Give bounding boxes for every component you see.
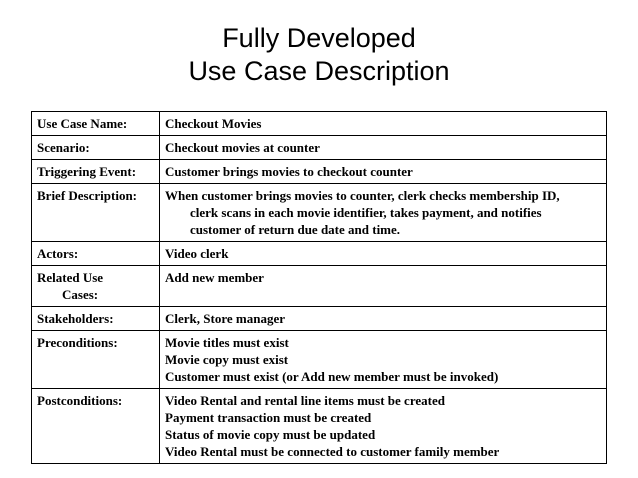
- title-line-1: Fully Developed: [222, 23, 416, 53]
- row-value-line: Customer must exist (or Add new member m…: [165, 369, 499, 384]
- row-value-line: Customer brings movies to checkout count…: [165, 164, 413, 179]
- row-label: Triggering Event:: [37, 164, 137, 179]
- row-value-line: Checkout Movies: [165, 116, 262, 131]
- table-row: Scenario: Checkout movies at counter: [31, 135, 607, 160]
- row-value-line: When customer brings movies to counter, …: [165, 188, 560, 203]
- row-value-cell: Clerk, Store manager: [159, 306, 607, 331]
- row-value-line: Add new member: [165, 270, 264, 285]
- row-value-cell: When customer brings movies to counter, …: [159, 183, 607, 242]
- table-row: Use Case Name: Checkout Movies: [31, 111, 607, 136]
- table-row: Triggering Event: Customer brings movies …: [31, 159, 607, 184]
- table-row: Actors: Video clerk: [31, 241, 607, 266]
- title-line-2: Use Case Description: [188, 56, 450, 86]
- row-value-line: Payment transaction must be created: [165, 410, 372, 425]
- row-label: Actors:: [37, 246, 79, 261]
- row-label: Cases:: [62, 287, 99, 302]
- row-value-cell: Checkout movies at counter: [159, 135, 607, 160]
- row-label: Brief Description:: [37, 188, 138, 203]
- row-label-cell: Brief Description:: [31, 183, 160, 242]
- row-label: Postconditions:: [37, 393, 123, 408]
- row-value-line: Status of movie copy must be updated: [165, 427, 376, 442]
- row-label-cell: Use Case Name:: [31, 111, 160, 136]
- row-label-cell: Preconditions:: [31, 330, 160, 389]
- table-row: Brief Description: When customer brings m…: [31, 183, 607, 242]
- row-value-cell: Customer brings movies to checkout count…: [159, 159, 607, 184]
- row-value-cell: Video clerk: [159, 241, 607, 266]
- row-value-line: Checkout movies at counter: [165, 140, 320, 155]
- row-label: Related Use: [37, 270, 104, 285]
- row-value-line: clerk scans in each movie identifier, ta…: [190, 205, 542, 220]
- row-label-cell: Actors:: [31, 241, 160, 266]
- table-row: Stakeholders: Clerk, Store manager: [31, 306, 607, 331]
- row-value-cell: Add new member: [159, 265, 607, 307]
- row-value-cell: Video Rental and rental line items must …: [159, 388, 607, 464]
- row-label: Scenario:: [37, 140, 90, 155]
- slide-title: Fully Developed Use Case Description: [0, 22, 638, 88]
- row-label: Use Case Name:: [37, 116, 128, 131]
- row-label: Preconditions:: [37, 335, 118, 350]
- row-label-cell: Postconditions:: [31, 388, 160, 464]
- row-label: Stakeholders:: [37, 311, 114, 326]
- row-value-line: Movie titles must exist: [165, 335, 289, 350]
- row-label-cell: Scenario:: [31, 135, 160, 160]
- row-value-cell: Checkout Movies: [159, 111, 607, 136]
- row-value-line: Video Rental and rental line items must …: [165, 393, 445, 408]
- row-label-cell: Triggering Event:: [31, 159, 160, 184]
- table-row: Postconditions: Video Rental and rental l…: [31, 388, 607, 464]
- row-value-line: Clerk, Store manager: [165, 311, 285, 326]
- row-value-line: Video clerk: [165, 246, 229, 261]
- row-value-line: Movie copy must exist: [165, 352, 289, 367]
- row-value-line: customer of return due date and time.: [190, 222, 401, 237]
- row-label-cell: Stakeholders:: [31, 306, 160, 331]
- row-value-line: Video Rental must be connected to custom…: [165, 444, 500, 459]
